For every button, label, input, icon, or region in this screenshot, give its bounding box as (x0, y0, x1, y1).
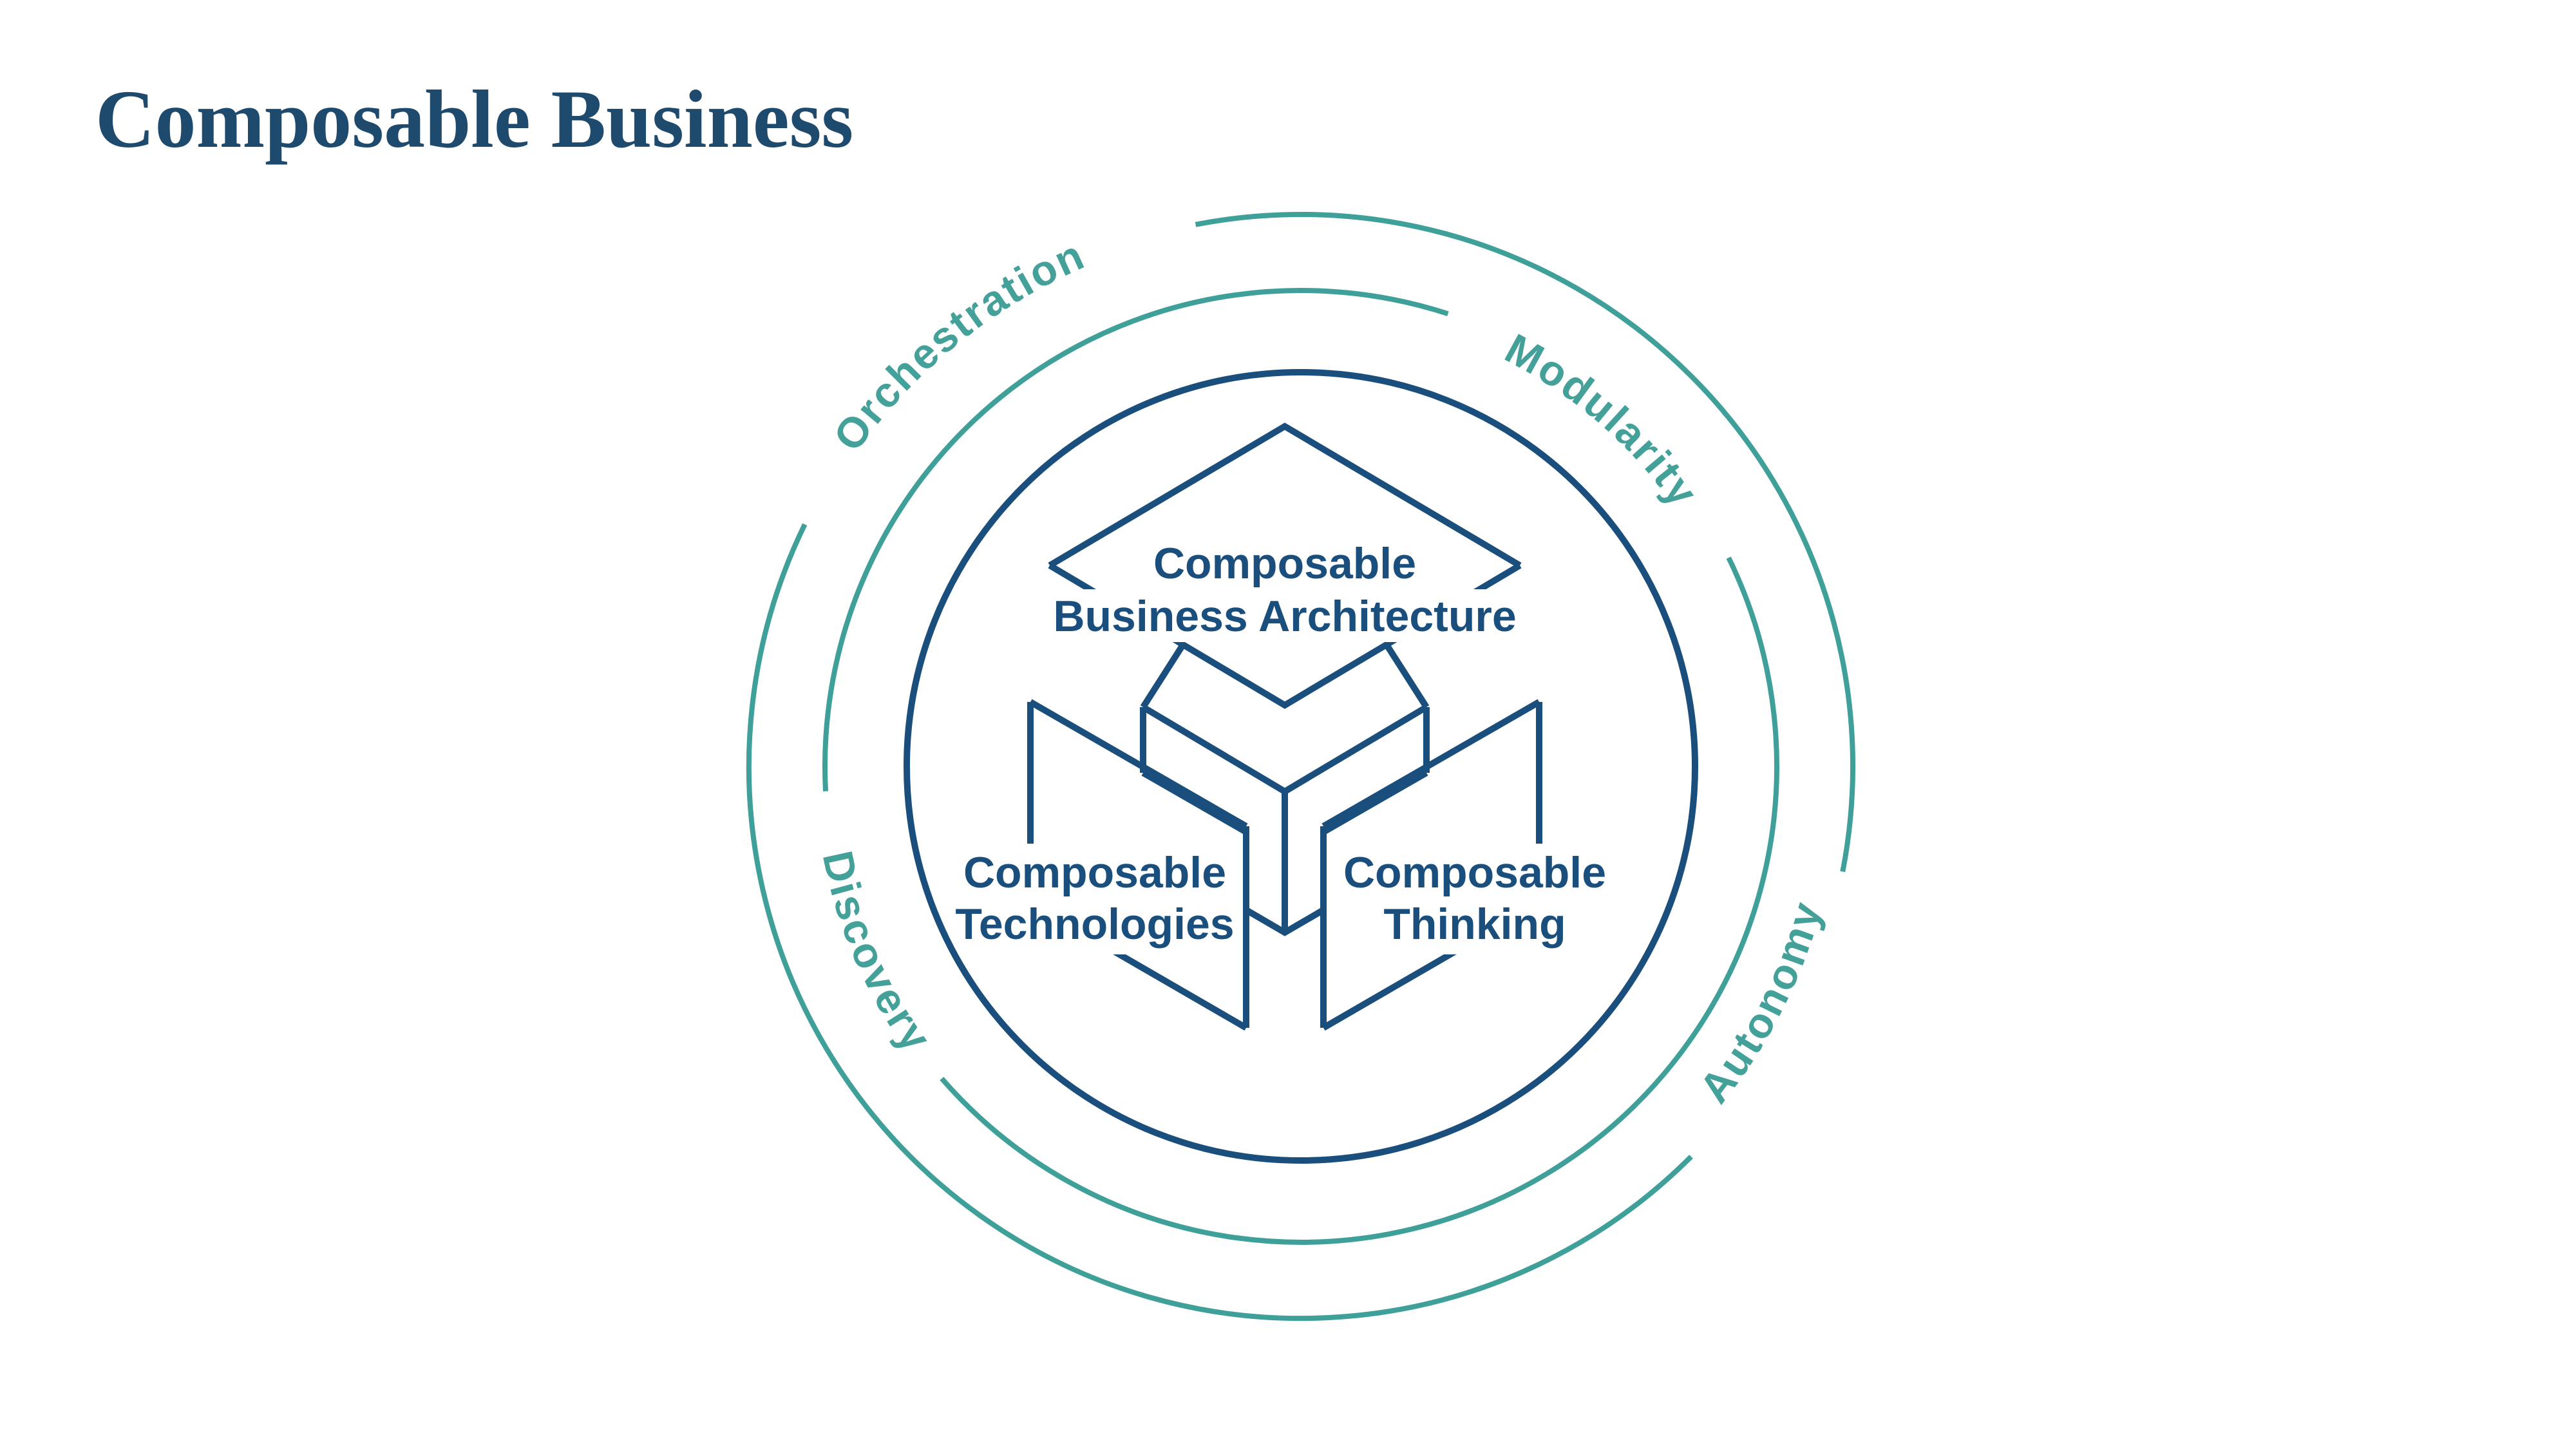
cube-left-face (1027, 699, 1249, 1031)
ring-outer-arc-1 (1195, 211, 1856, 873)
text-mask-left (958, 844, 1234, 954)
label-masks (958, 589, 1611, 954)
cube-right-label-line-2: Thinking (1383, 900, 1566, 949)
concentric-rings (746, 211, 1856, 1321)
cube-top-label-line-1: Composable (1153, 539, 1416, 588)
ring-middle-arc-2 (822, 288, 1449, 791)
text-mask-top (1027, 589, 1542, 642)
cube-left-label-line-1: Composable (963, 848, 1226, 897)
page-title: Composable Business (95, 73, 853, 165)
cube-right-label-line-1: Composable (1343, 848, 1606, 897)
cube-left-label-line-2: Technologies (955, 900, 1234, 949)
text-mask-right (1336, 844, 1611, 954)
ring-middle-arc-1 (940, 556, 1779, 1245)
cube-core-corner (1141, 770, 1428, 936)
ring-outer-arc-2 (746, 523, 1693, 1321)
ring-label-orchestration: Orchestration (824, 230, 1092, 459)
cube-right-face (1320, 699, 1542, 1031)
ring-inner-arc-1 (904, 369, 1698, 1164)
ring-label-modularity: Modularity (1498, 325, 1709, 516)
cube-top-label-line-2: Business Architecture (1053, 592, 1516, 641)
